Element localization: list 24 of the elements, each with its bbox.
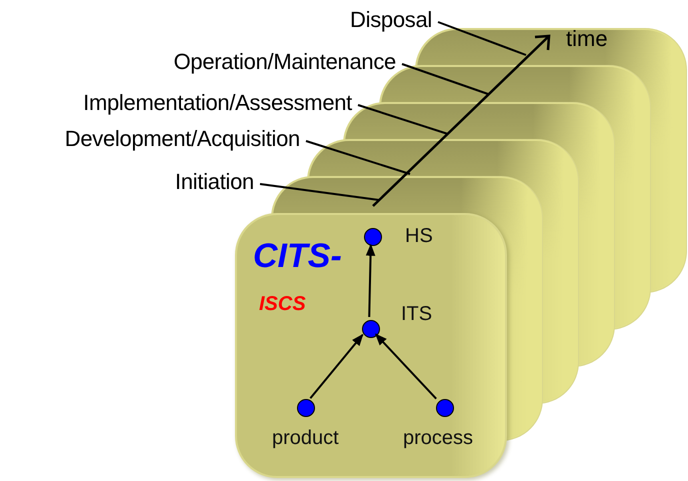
node-dot [364,228,382,246]
node-label: product [272,427,339,450]
node-dot [297,399,315,417]
phase-label: Implementation/Assessment [83,90,352,116]
slab-title: CITS- [253,237,342,276]
leader-line [260,183,380,201]
arrow [375,333,437,400]
slab-subtitle: ISCS [259,293,306,316]
layer-slab [235,213,507,478]
phase-label: Development/Acquisition [64,126,300,152]
leader-line [306,140,410,175]
axis-label: time [566,26,608,52]
phase-label: Disposal [350,7,432,33]
node-label: process [403,427,474,450]
node-dot [436,399,454,417]
node-dot [362,320,380,338]
leader-line [402,63,488,95]
arrow [366,244,376,318]
arrow [310,334,364,399]
node-label: ITS [401,303,432,326]
phase-label: Initiation [175,169,254,195]
phase-label: Operation/Maintenance [174,49,396,75]
node-label: HS [405,225,433,248]
leader-line [438,21,526,56]
